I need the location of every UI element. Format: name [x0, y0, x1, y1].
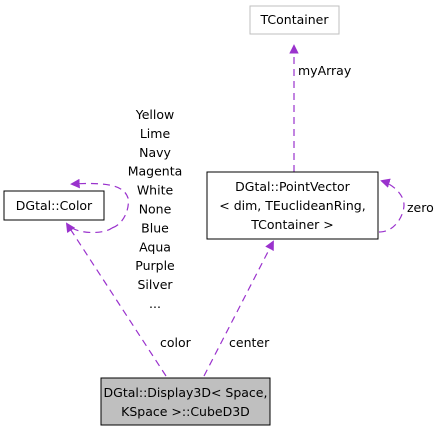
edge-label-zero: zero	[407, 200, 434, 215]
edge-label-color: color	[160, 335, 192, 350]
node-tcontainer-label: TContainer	[260, 12, 330, 27]
color-constant-label: Silver	[137, 277, 173, 292]
color-constant-label: Blue	[141, 220, 169, 235]
node-tcontainer[interactable]: TContainer	[249, 5, 340, 35]
edge-color: color	[65, 222, 192, 377]
color-constants-label: YellowLimeNavyMagentaWhiteNoneBlueAquaPu…	[128, 107, 183, 311]
color-constant-label: Magenta	[128, 164, 183, 179]
edge-label-myarray: myArray	[298, 63, 352, 78]
node-cubed3d[interactable]: DGtal::Display3D< Space, KSpace >::CubeD…	[100, 377, 271, 426]
edge-label-center: center	[229, 335, 270, 350]
edge-center: center	[203, 240, 274, 377]
node-pointvector-line-2: < dim, TEuclideanRing,	[219, 198, 365, 213]
node-cubed3d-line-1: DGtal::Display3D< Space,	[104, 385, 268, 400]
color-constant-label: None	[139, 202, 172, 217]
color-constant-label: Purple	[135, 258, 175, 273]
edge-zero: zero	[378, 178, 434, 233]
color-constant-label: Yellow	[135, 107, 174, 122]
node-color[interactable]: DGtal::Color	[3, 190, 105, 221]
node-color-label: DGtal::Color	[16, 198, 93, 213]
color-constant-label: Aqua	[139, 239, 171, 254]
node-pointvector-line-1: DGtal::PointVector	[235, 179, 350, 194]
color-constant-label: White	[137, 183, 174, 198]
node-pointvector[interactable]: DGtal::PointVector < dim, TEuclideanRing…	[206, 171, 379, 240]
node-pointvector-line-3: TContainer >	[250, 217, 333, 232]
color-constant-label: Navy	[139, 145, 171, 160]
color-constant-label: Lime	[140, 126, 171, 141]
node-cubed3d-line-2: KSpace >::CubeD3D	[121, 404, 250, 419]
edge-myarray: myArray	[289, 44, 352, 172]
color-constant-label: ...	[149, 296, 161, 311]
